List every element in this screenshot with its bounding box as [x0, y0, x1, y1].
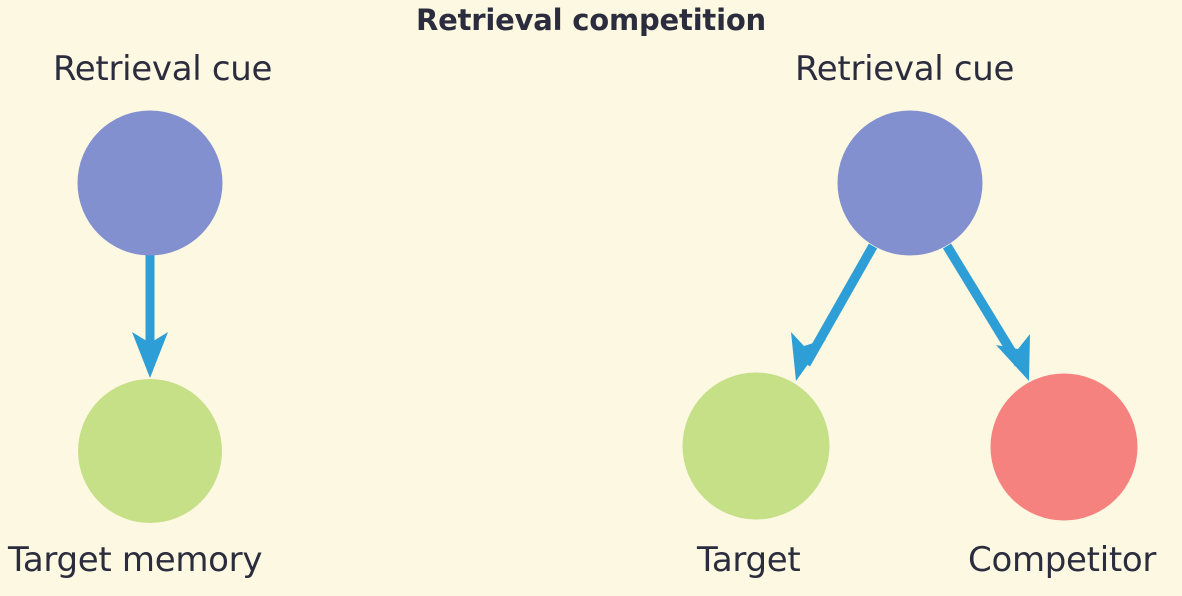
node-cue-right [837, 110, 983, 256]
node-competitor [990, 373, 1138, 521]
node-cue-left [77, 110, 223, 256]
node-target [682, 372, 830, 520]
arrow-cue-to-target-memory [132, 250, 168, 378]
label-competitor: Competitor [968, 540, 1157, 580]
figure-title: Retrieval competition [415, 3, 767, 37]
arrow-cue-to-target [791, 243, 878, 381]
arrow-cue-to-competitor [942, 243, 1030, 381]
label-target: Target [697, 540, 801, 580]
label-cue-right: Retrieval cue [795, 49, 1015, 89]
node-target-memory [78, 379, 222, 523]
label-target-memory: Target memory [8, 540, 263, 580]
label-cue-left: Retrieval cue [53, 49, 273, 89]
